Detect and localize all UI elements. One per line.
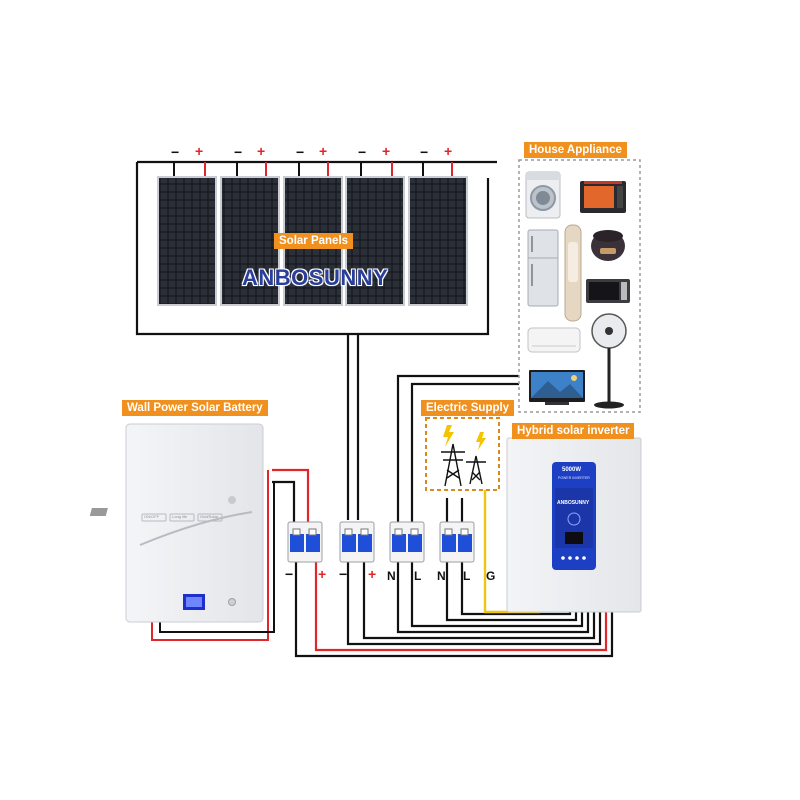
battery-power-button	[228, 598, 236, 606]
terminal-load-l: L	[414, 569, 422, 583]
terminal-battery-plus: +	[318, 566, 327, 582]
panel-polarity-plus: +	[195, 143, 204, 159]
battery-logo-icon	[89, 496, 236, 516]
panel-polarity-minus: −	[234, 144, 243, 160]
solar-panel	[220, 176, 280, 306]
rice-cooker-icon	[591, 230, 625, 261]
panel-polarity-minus: −	[358, 144, 367, 160]
label-wall-battery: Wall Power Solar Battery	[122, 400, 268, 416]
solar-panel-array	[157, 176, 468, 306]
label-solar-panels: Solar Panels	[274, 233, 354, 249]
terminal-pv-minus: −	[339, 566, 348, 582]
inverter-buttons	[561, 556, 586, 560]
terminal-grid-l: L	[463, 569, 471, 583]
lightning-icon	[443, 425, 486, 450]
solar-panel	[157, 176, 217, 306]
washing-machine-icon	[525, 171, 561, 219]
label-hybrid-inverter: Hybrid solar inverter	[512, 423, 635, 439]
inverter-display	[565, 532, 583, 544]
panel-polarity-plus: +	[444, 143, 453, 159]
inverter-subtitle: POWER INVERTER	[558, 476, 590, 480]
terminal-pv-plus: +	[368, 566, 377, 582]
label-house-appliance: House Appliance	[524, 142, 627, 158]
terminal-battery-minus: −	[285, 566, 294, 582]
panel-polarity-plus: +	[257, 143, 266, 159]
wiring	[135, 160, 614, 658]
refrigerator-icon	[527, 229, 559, 307]
brand-logo: ANBOSUNNY	[242, 265, 389, 290]
inverter-model: 5000W	[562, 467, 582, 473]
breaker-grid	[439, 521, 475, 563]
terminal-load-n: N	[387, 569, 396, 583]
breaker-load	[389, 521, 425, 563]
breaker-battery	[287, 521, 323, 563]
panel-polarity-minus: −	[296, 144, 305, 160]
microwave-icon	[586, 279, 630, 303]
terminal-ground-g: G	[486, 569, 496, 583]
hybrid-inverter	[506, 437, 642, 613]
solar-panel	[345, 176, 405, 306]
battery-button-label: ON/OFF	[144, 514, 160, 519]
label-electric-supply: Electric Supply	[421, 400, 515, 416]
tower-air-conditioner-icon	[564, 224, 582, 322]
terminal-grid-n: N	[437, 569, 446, 583]
inverter-brand: ANBOSUNNY	[557, 500, 590, 506]
battery-button-label: Long life	[172, 514, 188, 519]
electric-supply-box	[425, 417, 500, 491]
breaker-pv	[339, 521, 375, 563]
television-icon	[529, 370, 585, 405]
toaster-oven-icon	[580, 181, 626, 213]
battery-button-label: Grid/Solar	[200, 514, 219, 519]
panel-polarity-minus: −	[171, 144, 180, 160]
wall-air-conditioner-icon	[527, 327, 581, 353]
wall-battery	[89, 423, 264, 623]
solar-panel	[408, 176, 468, 306]
panel-polarity-plus: +	[319, 143, 328, 159]
fan-icon	[591, 313, 627, 409]
appliance-panel	[518, 159, 641, 413]
panel-polarity-plus: +	[382, 143, 391, 159]
battery-buttons	[141, 513, 223, 522]
panel-polarity-minus: −	[420, 144, 429, 160]
transmission-tower-icon	[441, 443, 486, 487]
